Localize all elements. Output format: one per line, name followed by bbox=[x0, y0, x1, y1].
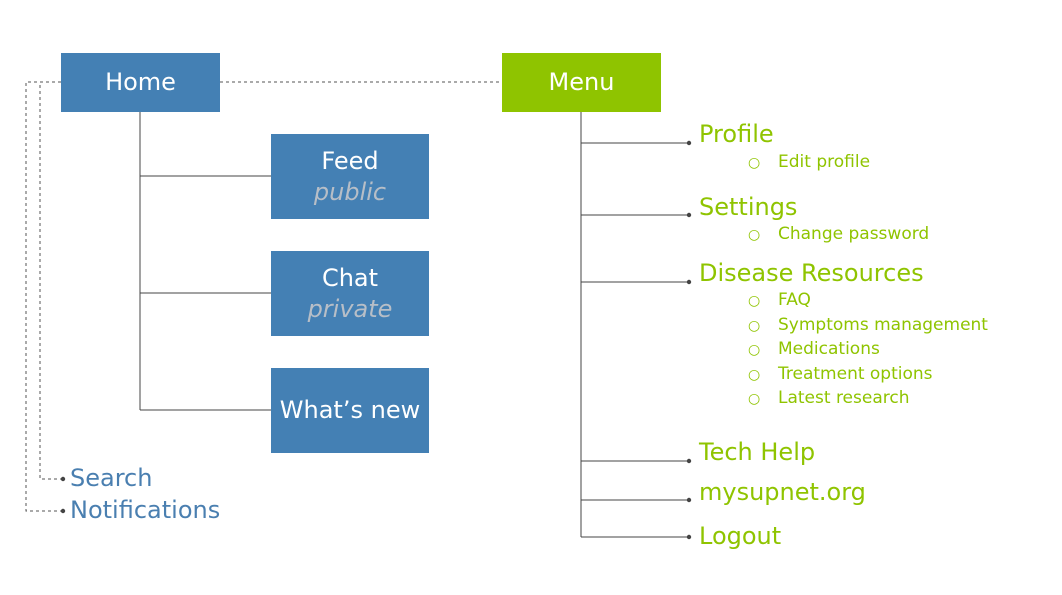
search-connector-dot bbox=[60, 476, 66, 482]
menu-item-site-link[interactable]: mysupnet.org bbox=[699, 478, 866, 506]
whats-new-node[interactable]: What’s new bbox=[271, 368, 429, 453]
chat-node[interactable]: Chat private bbox=[271, 251, 429, 336]
chat-subtitle: private bbox=[307, 294, 393, 323]
medications-label: Medications bbox=[778, 339, 880, 359]
latest-research-label: Latest research bbox=[778, 388, 910, 408]
symptoms-management-label: Symptoms management bbox=[778, 315, 988, 335]
profile-dot bbox=[686, 140, 692, 146]
submenu-item-change-password[interactable]: ○ Change password bbox=[748, 224, 929, 244]
bullet-icon: ○ bbox=[748, 367, 761, 383]
home-search-dashed-link bbox=[39, 81, 62, 480]
edit-profile-label: Edit profile bbox=[778, 152, 871, 172]
menu-item-settings[interactable]: Settings bbox=[699, 193, 798, 221]
feed-node[interactable]: Feed public bbox=[271, 134, 429, 219]
treatment-options-label: Treatment options bbox=[778, 364, 933, 384]
bullet-icon: ○ bbox=[748, 293, 761, 309]
notifications-connector-dot bbox=[60, 508, 66, 514]
site-dot bbox=[686, 497, 692, 503]
disease-resources-dot bbox=[686, 279, 692, 285]
notifications-link[interactable]: Notifications bbox=[70, 496, 221, 524]
menu-item-profile[interactable]: Profile bbox=[699, 120, 774, 148]
menu-item-tech-help[interactable]: Tech Help bbox=[699, 438, 816, 466]
submenu-item-latest-research[interactable]: ○ Latest research bbox=[748, 388, 909, 408]
menu-node[interactable]: Menu bbox=[502, 53, 661, 112]
chat-title: Chat bbox=[321, 263, 379, 292]
menu-item-disease-resources[interactable]: Disease Resources bbox=[699, 259, 924, 287]
bullet-icon: ○ bbox=[748, 227, 761, 243]
tech-help-dot bbox=[686, 458, 692, 464]
feed-title: Feed bbox=[321, 146, 379, 175]
change-password-label: Change password bbox=[778, 224, 930, 244]
search-link[interactable]: Search bbox=[70, 464, 153, 492]
home-node[interactable]: Home bbox=[61, 53, 220, 112]
settings-dot bbox=[686, 212, 692, 218]
submenu-item-treatment-options[interactable]: ○ Treatment options bbox=[748, 364, 933, 384]
submenu-item-edit-profile[interactable]: ○ Edit profile bbox=[748, 152, 870, 172]
menu-label: Menu bbox=[548, 68, 615, 96]
logout-dot bbox=[686, 534, 692, 540]
submenu-item-medications[interactable]: ○ Medications bbox=[748, 339, 880, 359]
feed-subtitle: public bbox=[313, 177, 387, 206]
menu-item-logout[interactable]: Logout bbox=[699, 522, 782, 550]
faq-label: FAQ bbox=[778, 290, 811, 310]
bullet-icon: ○ bbox=[748, 391, 761, 407]
bullet-icon: ○ bbox=[748, 318, 761, 334]
bullet-icon: ○ bbox=[748, 342, 761, 358]
submenu-item-faq[interactable]: ○ FAQ bbox=[748, 290, 811, 310]
home-notifications-dashed-link bbox=[25, 81, 62, 512]
bullet-icon: ○ bbox=[748, 155, 761, 171]
whats-new-title: What’s new bbox=[279, 396, 421, 424]
home-label: Home bbox=[105, 68, 176, 96]
submenu-item-symptoms-management[interactable]: ○ Symptoms management bbox=[748, 315, 988, 335]
